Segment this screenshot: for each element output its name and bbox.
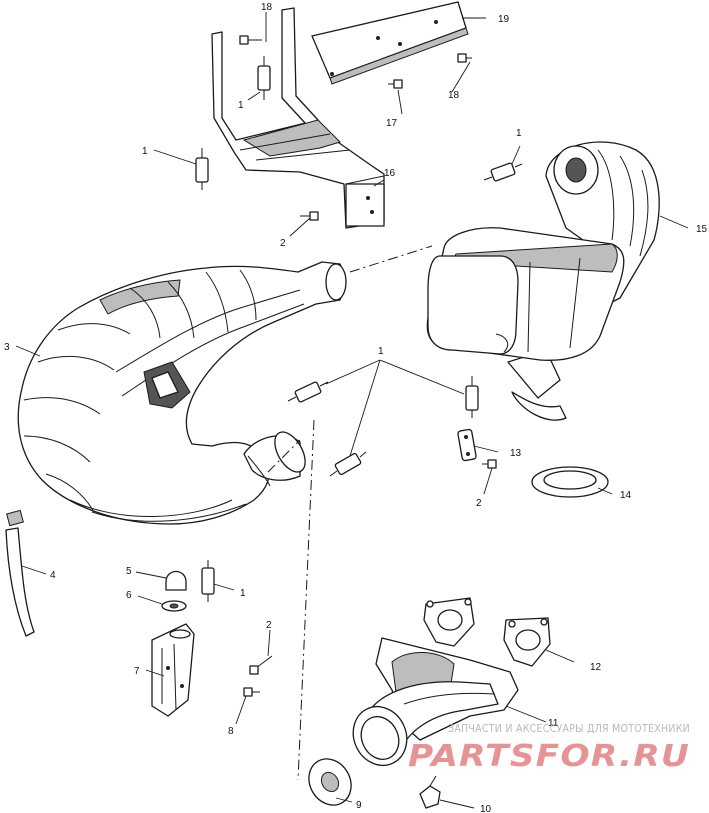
bolt-part-2-middle [482,459,497,469]
label-part-2-lower: 2 [266,620,272,631]
spring-muffler [483,162,523,182]
spring-lower [329,451,367,477]
label-part-3: 3 [4,342,10,353]
label-part-15: 15 [696,224,708,235]
strap [5,509,35,637]
washer [161,600,187,612]
nut-part-18-lower [457,53,472,63]
part-number-labels: 18 19 1 18 17 1 1 16 2 15 3 1 13 2 14 4 … [4,2,708,813]
label-part-17: 17 [386,118,398,129]
label-part-1-center: 1 [378,346,384,357]
label-part-1-left: 1 [142,146,148,157]
spring-right [465,376,479,418]
label-part-2-middle: 2 [476,498,482,509]
label-part-8: 8 [228,726,234,737]
watermark-logo: PARTSFOR.RU [408,739,690,774]
manifold-gasket-right [503,617,551,667]
muffler [426,141,660,421]
manifold-gasket-left [423,597,475,647]
label-part-18-right: 18 [448,90,460,101]
spring-bottom-left [201,560,215,602]
label-part-4: 4 [50,570,56,581]
label-part-1-top: 1 [238,100,244,111]
bolt-part-8 [243,687,260,697]
label-part-14: 14 [620,490,632,501]
bolt-part-10 [419,775,441,809]
watermark: ЗАПЧАСТИ И АКСЕССУАРЫ ДЛЯ МОТОТЕХНИКИ PA… [408,723,690,774]
heat-shield-plate [311,1,469,85]
label-part-1-muffler: 1 [516,128,522,139]
label-part-5: 5 [126,566,132,577]
spring-upper-left [195,148,209,190]
label-part-19: 19 [498,14,510,25]
flange-gasket [308,758,352,806]
label-part-13: 13 [510,448,522,459]
watermark-tagline: ЗАПЧАСТИ И АКСЕССУАРЫ ДЛЯ МОТОТЕХНИКИ [448,723,690,735]
spring-top-bracket [257,56,271,100]
upper-mounting-bracket [211,7,385,229]
spring-plate [457,428,477,462]
screw-part-17 [388,79,403,89]
label-part-6: 6 [126,590,132,601]
label-part-2-upper: 2 [280,238,286,249]
leader-lines [15,12,689,809]
assembly-centerlines [267,245,433,781]
label-part-16: 16 [384,168,396,179]
label-part-9: 9 [356,800,362,811]
spring-middle [287,381,329,403]
bolt-part-2-lower [249,655,273,675]
lower-mounting-bracket [151,623,195,717]
expansion-chamber [17,261,347,525]
sealing-ring [531,466,609,498]
label-part-10: 10 [480,804,492,813]
label-part-18-top: 18 [261,2,273,13]
exhaust-manifold [352,637,519,766]
label-part-12: 12 [590,662,602,673]
label-part-11: 11 [548,718,559,729]
rubber-bumper [165,570,187,591]
label-part-1-bottom: 1 [240,588,246,599]
label-part-7: 7 [134,666,140,677]
bolt-part-2-upper [300,211,319,221]
nut-part-18-upper [239,35,254,45]
